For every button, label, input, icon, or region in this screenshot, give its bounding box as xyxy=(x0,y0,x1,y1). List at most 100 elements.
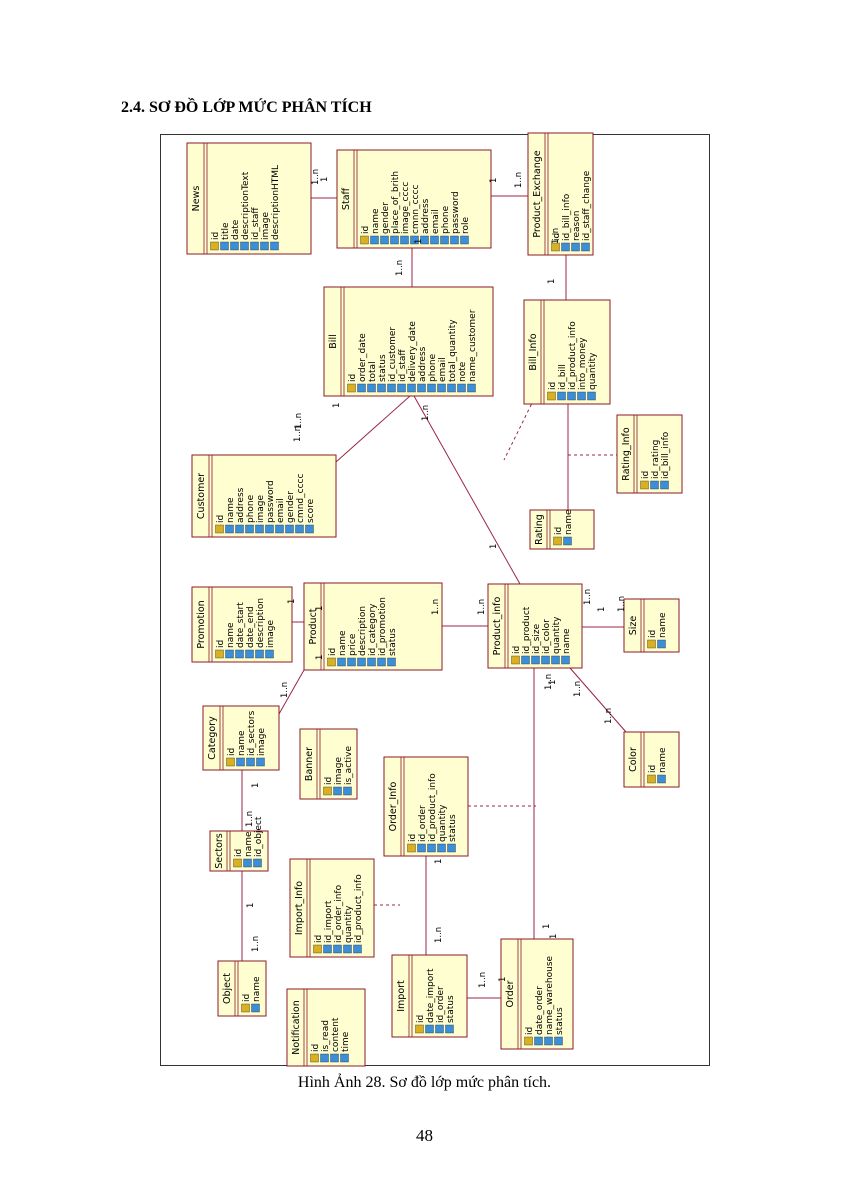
class-name: Bill xyxy=(328,334,339,348)
attribute-label: name xyxy=(252,976,262,1002)
class-name: Import_Info xyxy=(294,881,305,935)
attribute-icon xyxy=(225,649,234,659)
attribute-label: id xyxy=(648,630,658,638)
key-attribute-icon xyxy=(215,649,224,659)
attribute-icon xyxy=(567,391,576,401)
attribute-icon xyxy=(407,383,416,393)
attribute-label: id xyxy=(416,1015,426,1023)
attribute-label: id xyxy=(216,640,226,648)
attribute-icon xyxy=(295,524,304,534)
attribute-label: quantity xyxy=(344,905,354,943)
attribute-icon xyxy=(427,843,436,853)
figure-caption: Hình Ảnh 28. Sơ đồ lớp mức phân tích. xyxy=(297,1074,552,1091)
attribute-label: id xyxy=(328,648,338,656)
class-name: Sectors xyxy=(214,833,225,869)
attribute-label: id_order xyxy=(436,986,446,1023)
multiplicity-label: 1..n xyxy=(617,596,627,612)
attribute-icon xyxy=(440,235,449,245)
section-heading: 2.4. SƠ ĐỒ LỚP MỨC PHÂN TÍCH xyxy=(121,99,372,116)
attribute-icon xyxy=(323,944,332,954)
attribute-icon xyxy=(256,757,265,767)
multiplicity-label: 1..n xyxy=(551,228,561,244)
attribute-icon xyxy=(457,383,466,393)
attribute-icon xyxy=(380,235,389,245)
attribute-icon xyxy=(343,786,352,796)
key-attribute-icon xyxy=(553,536,562,546)
key-attribute-icon xyxy=(415,1024,424,1034)
class-name: Promotion xyxy=(196,600,207,648)
key-attribute-icon xyxy=(233,858,242,868)
attribute-icon xyxy=(370,235,379,245)
attribute-label: id xyxy=(408,834,418,842)
attribute-icon xyxy=(367,383,376,393)
attribute-icon xyxy=(427,383,436,393)
attribute-icon xyxy=(270,241,279,251)
multiplicity-label: 1 xyxy=(332,403,342,408)
key-attribute-icon xyxy=(524,1036,533,1046)
class-name: Rating_Info xyxy=(621,427,632,481)
attribute-label: id_import xyxy=(324,900,334,943)
attribute-label: image xyxy=(256,495,266,523)
attribute-label: id_bill_info xyxy=(661,431,671,479)
attribute-icon xyxy=(235,649,244,659)
multiplicity-label: 1 xyxy=(547,279,557,284)
attribute-icon xyxy=(657,639,666,649)
attribute-icon xyxy=(447,383,456,393)
page-number: 48 xyxy=(416,1126,433,1145)
attribute-icon xyxy=(255,649,264,659)
attribute-icon xyxy=(235,524,244,534)
attribute-icon xyxy=(563,536,572,546)
multiplicity-label: 1 xyxy=(246,903,256,908)
attribute-icon xyxy=(390,235,399,245)
attribute-icon xyxy=(420,235,429,245)
key-attribute-icon xyxy=(360,235,369,245)
key-attribute-icon xyxy=(640,480,649,490)
attribute-label: date xyxy=(231,219,241,240)
attribute-icon xyxy=(460,235,469,245)
multiplicity-label: 1..n xyxy=(434,927,444,943)
attribute-label: id_color xyxy=(542,619,552,654)
attribute-label: note xyxy=(458,361,468,382)
attribute-label: id xyxy=(548,382,558,390)
class-box xyxy=(289,858,375,958)
attribute-icon xyxy=(521,655,530,665)
attribute-icon xyxy=(387,657,396,667)
class-name: Import xyxy=(396,980,407,1012)
attribute-label: id_rating xyxy=(651,440,661,479)
attribute-icon xyxy=(246,757,255,767)
attribute-label: id_bill xyxy=(558,364,568,390)
attribute-label: name xyxy=(658,747,668,773)
attribute-label: descriptionText xyxy=(241,171,251,240)
class-box xyxy=(487,583,583,669)
attribute-label: image xyxy=(261,212,271,240)
attribute-label: id xyxy=(314,935,324,943)
key-attribute-icon xyxy=(551,242,560,252)
attribute-label: description xyxy=(358,606,368,656)
class-name: Staff xyxy=(341,187,352,210)
multiplicity-label: 1..n xyxy=(311,169,321,185)
class-name: Notification xyxy=(291,1000,302,1055)
attribute-label: gender xyxy=(286,491,296,523)
attribute-icon xyxy=(447,843,456,853)
attribute-icon xyxy=(571,242,580,252)
attribute-label: id xyxy=(211,232,221,240)
attribute-label: id_bill_info xyxy=(562,193,572,241)
key-attribute-icon xyxy=(313,944,322,954)
attribute-label: id_staff xyxy=(251,207,261,240)
attribute-icon xyxy=(435,1024,444,1034)
attribute-icon xyxy=(397,383,406,393)
attribute-label: name xyxy=(244,831,254,857)
attribute-icon xyxy=(275,524,284,534)
attribute-label: status xyxy=(555,1007,565,1035)
attribute-icon xyxy=(534,1036,543,1046)
attribute-label: email xyxy=(438,357,448,382)
